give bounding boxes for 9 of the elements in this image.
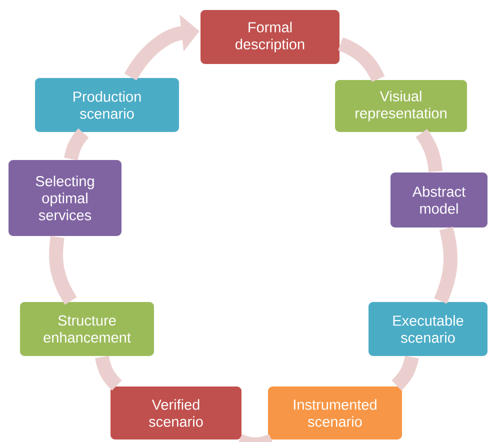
process-box: Instrumented scenario xyxy=(267,386,403,440)
process-box: Structure enhancement xyxy=(19,301,155,357)
process-box: Visiual representation xyxy=(334,79,468,133)
process-box: Verified scenario xyxy=(110,386,242,440)
process-box: Executable scenario xyxy=(368,301,488,357)
process-box: Abstract model xyxy=(390,172,488,228)
process-box: Selecting optimal services xyxy=(8,159,122,237)
process-box: Formal description xyxy=(200,9,340,65)
process-box: Production scenario xyxy=(34,77,180,133)
